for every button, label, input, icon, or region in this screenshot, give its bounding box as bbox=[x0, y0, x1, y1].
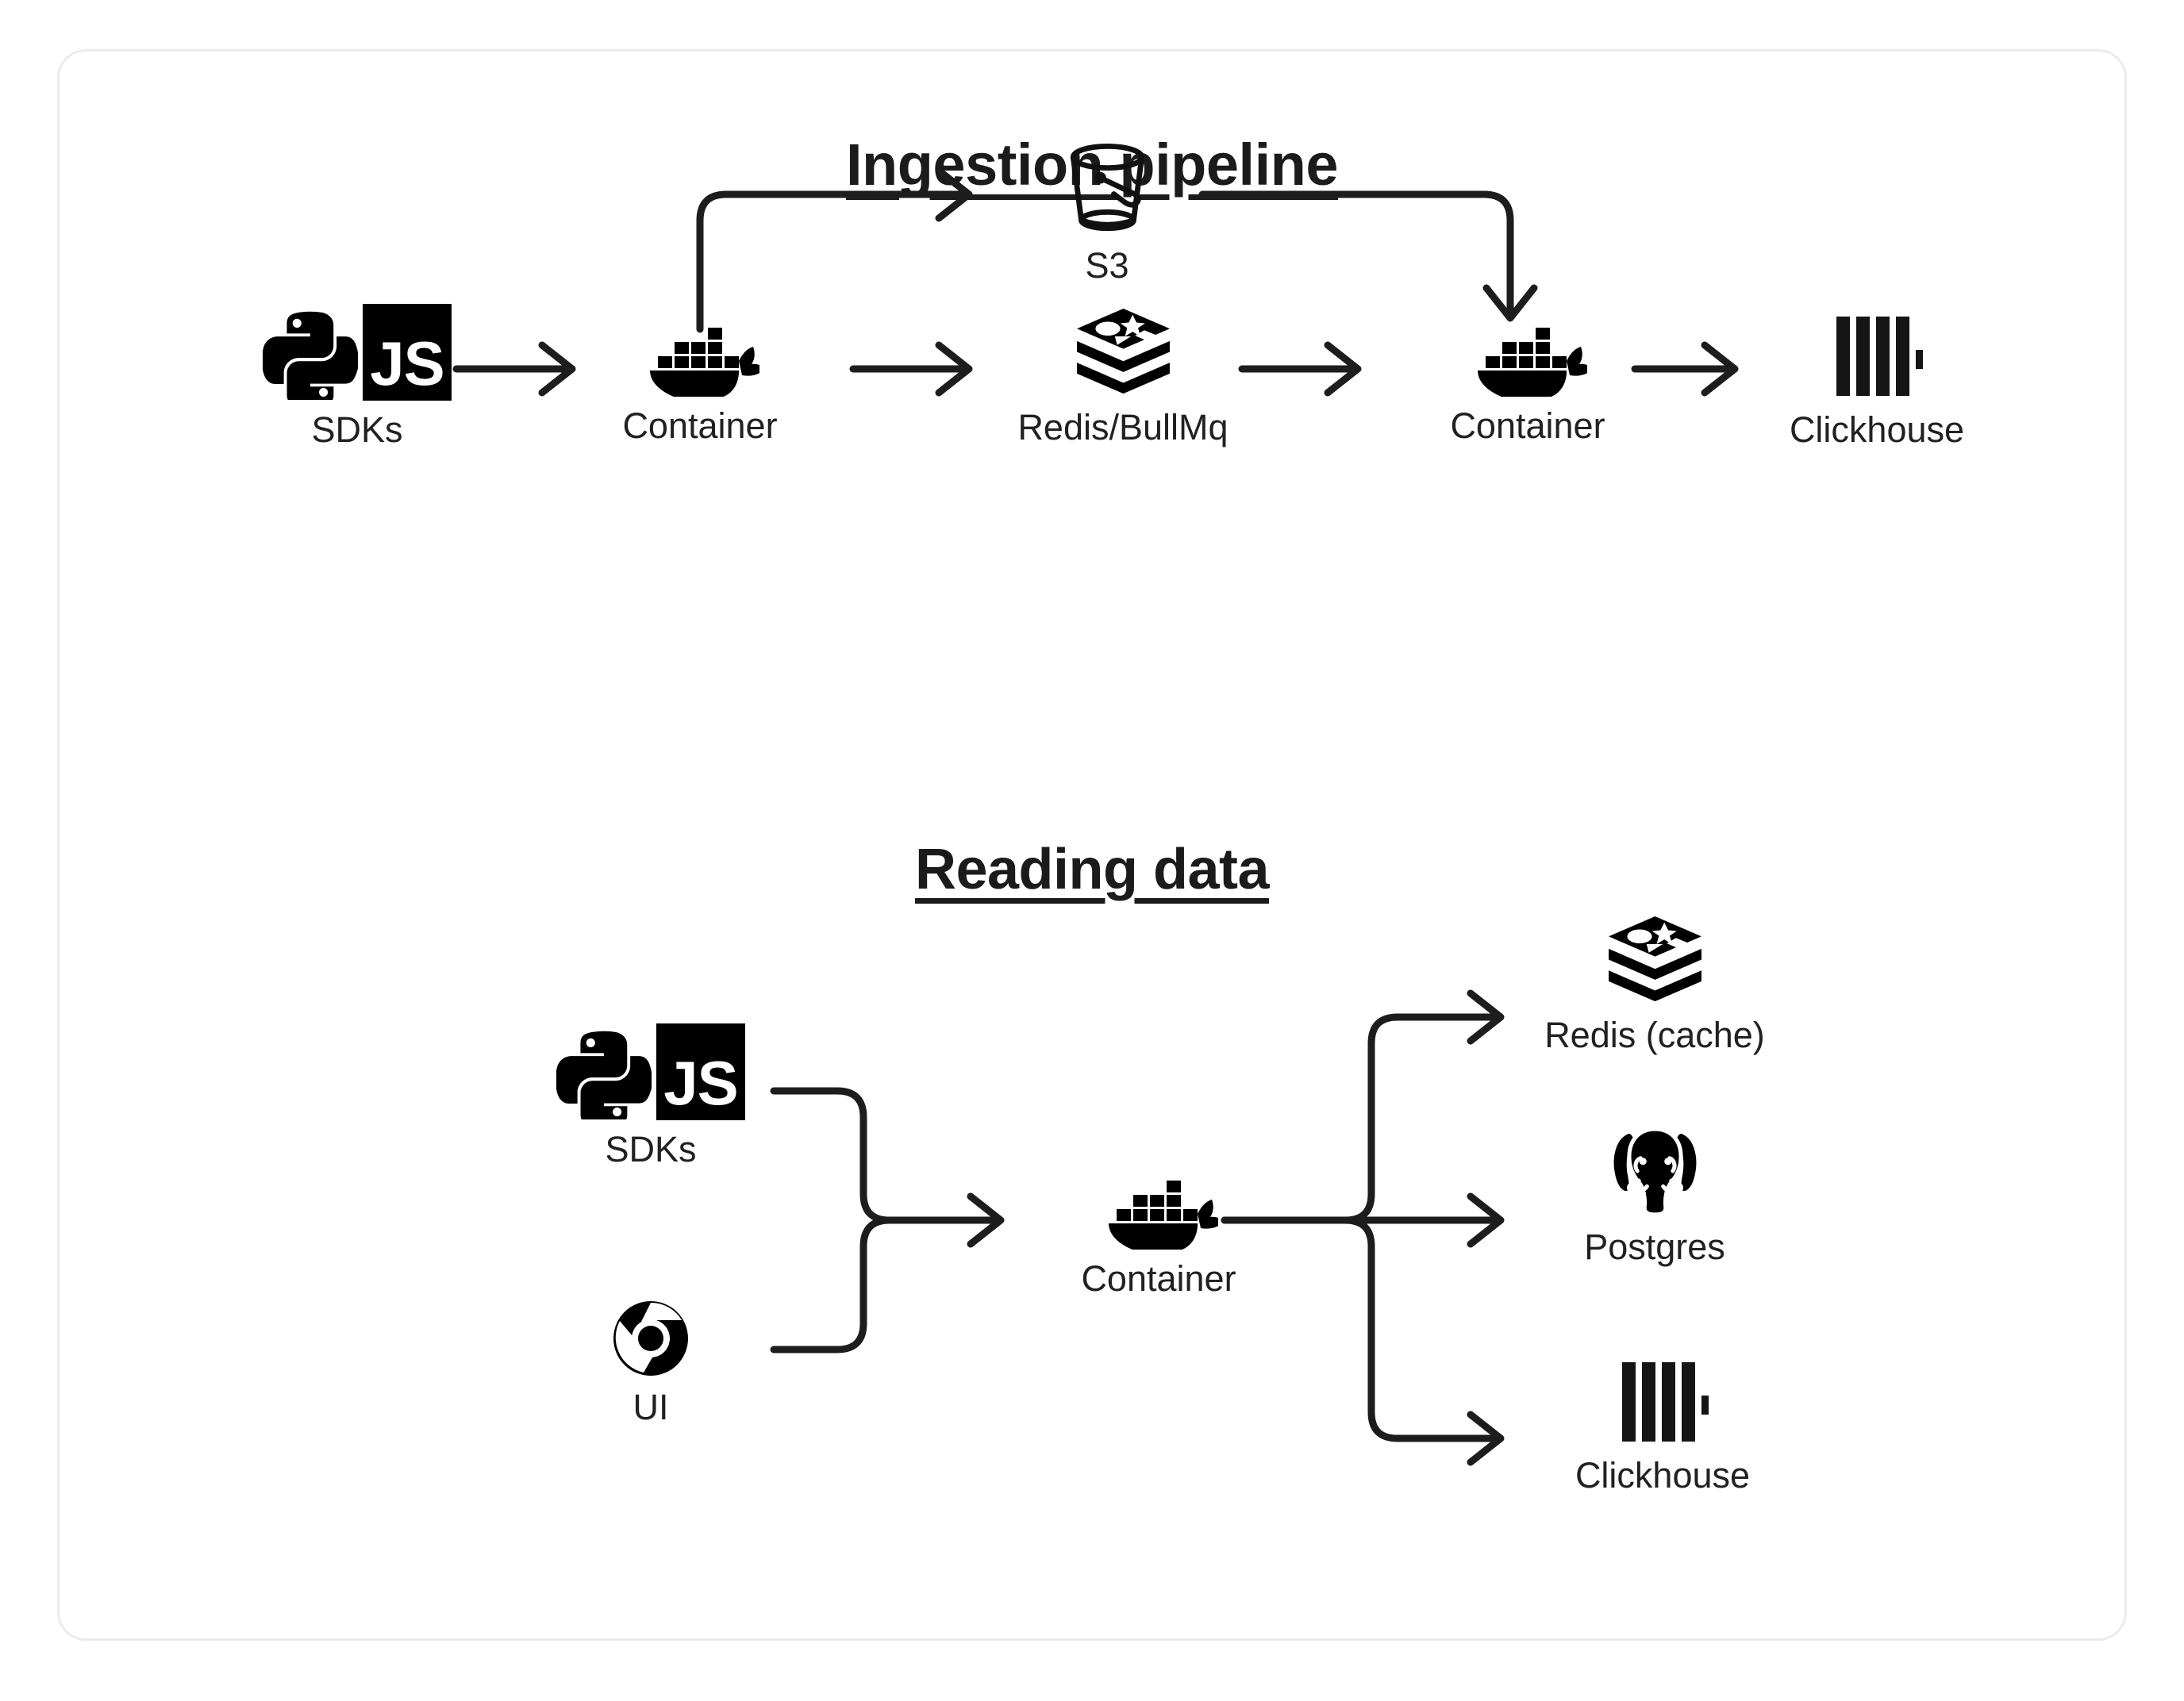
edge-container3-to-clickhouse bbox=[1221, 1216, 1505, 1466]
node-label: Container bbox=[1081, 1258, 1236, 1299]
node-label: SDKs bbox=[311, 409, 403, 450]
node-postgres[interactable]: Postgres bbox=[1551, 1123, 1758, 1265]
python-js-sdk-icon: JS bbox=[556, 1023, 745, 1120]
clickhouse-bars-icon bbox=[1621, 1362, 1709, 1442]
redis-stack-icon bbox=[1608, 916, 1701, 1002]
node-label: SDKs bbox=[605, 1129, 697, 1169]
node-label: Redis (cache) bbox=[1544, 1015, 1765, 1055]
python-js-sdk-icon: JS bbox=[263, 304, 452, 401]
edge-container2-to-clickhouse bbox=[1631, 341, 1739, 397]
edge-sdks-to-container1 bbox=[452, 341, 576, 397]
edge-container3-to-redis-cache bbox=[1221, 989, 1505, 1224]
diagram-card: Ingestion pipeline Reading data bbox=[57, 49, 2127, 1641]
node-redis-bullmq[interactable]: Redis/BullMq bbox=[996, 307, 1250, 445]
s3-bucket-icon bbox=[1070, 143, 1144, 232]
docker-whale-icon bbox=[650, 328, 759, 397]
node-label: Clickhouse bbox=[1789, 409, 1965, 450]
node-container-ingestion-1[interactable]: Container bbox=[593, 313, 807, 443]
node-s3[interactable]: S3 bbox=[1012, 137, 1202, 283]
node-clickhouse-ingestion[interactable]: Clickhouse bbox=[1758, 313, 1996, 447]
redis-stack-icon bbox=[1076, 308, 1170, 394]
node-ui[interactable]: UI bbox=[599, 1299, 702, 1425]
edge-container1-to-redis bbox=[849, 341, 973, 397]
js-badge-text: JS bbox=[370, 328, 444, 399]
node-sdks-reading[interactable]: JS SDKs bbox=[536, 1023, 766, 1167]
clickhouse-bars-icon bbox=[1836, 317, 1923, 396]
node-label: S3 bbox=[1085, 245, 1129, 286]
node-redis-cache[interactable]: Redis (cache) bbox=[1520, 915, 1790, 1053]
node-container-reading[interactable]: Container bbox=[1052, 1166, 1266, 1296]
python-logo-icon bbox=[263, 311, 358, 400]
edge-s3-to-container2 bbox=[1198, 190, 1538, 322]
docker-whale-icon bbox=[1478, 328, 1587, 397]
edge-sdks-ui-merge-to-container3 bbox=[770, 1087, 1005, 1354]
node-label: Container bbox=[622, 405, 778, 446]
python-logo-icon bbox=[556, 1031, 652, 1119]
edge-redis-to-container2 bbox=[1238, 341, 1362, 397]
javascript-badge-icon: JS bbox=[363, 304, 452, 401]
javascript-badge-icon: JS bbox=[656, 1023, 745, 1120]
node-container-ingestion-2[interactable]: Container bbox=[1421, 313, 1635, 443]
js-badge-text: JS bbox=[663, 1048, 738, 1119]
node-label: Clickhouse bbox=[1575, 1455, 1751, 1496]
docker-whale-icon bbox=[1109, 1181, 1218, 1250]
chrome-browser-icon bbox=[613, 1301, 688, 1376]
node-label: UI bbox=[633, 1387, 669, 1427]
node-clickhouse-reading[interactable]: Clickhouse bbox=[1544, 1359, 1782, 1493]
node-label: Postgres bbox=[1584, 1227, 1725, 1267]
node-label: Redis/BullMq bbox=[1017, 407, 1228, 447]
postgres-elephant-icon bbox=[1609, 1127, 1700, 1217]
edge-container3-to-postgres bbox=[1221, 1192, 1505, 1248]
section-title-reading: Reading data bbox=[914, 838, 1270, 901]
diagram-stage: Ingestion pipeline Reading data bbox=[60, 52, 2124, 1638]
node-sdks-ingestion[interactable]: JS SDKs bbox=[242, 304, 472, 447]
node-label: Container bbox=[1450, 405, 1605, 446]
